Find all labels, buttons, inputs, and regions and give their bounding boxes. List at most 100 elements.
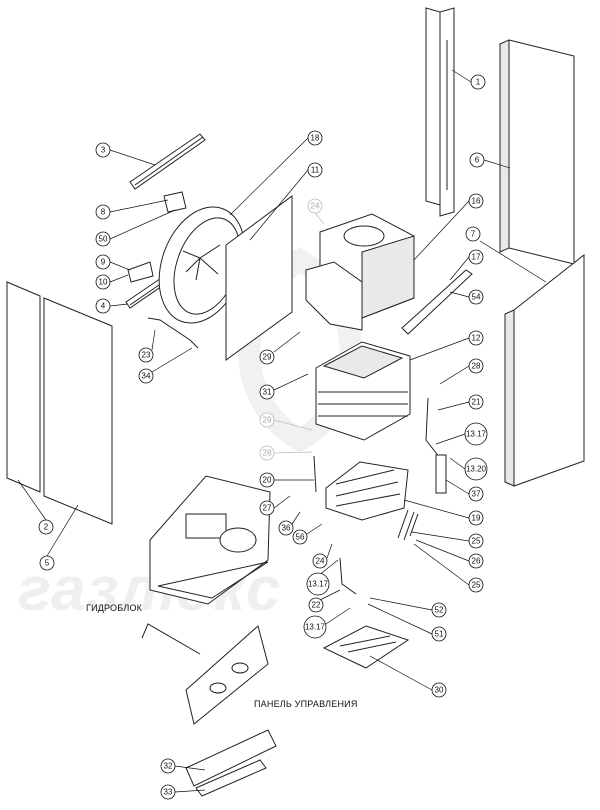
part-back-plate [225, 195, 293, 361]
callout: 54 [449, 289, 484, 305]
callout: 22 [308, 589, 341, 613]
callout: 37 [445, 479, 484, 502]
svg-text:24: 24 [316, 557, 325, 566]
callout: 16 [413, 193, 484, 261]
svg-text:10: 10 [99, 278, 108, 287]
callout: 3 [95, 142, 156, 166]
svg-text:36: 36 [282, 524, 291, 533]
svg-text:4: 4 [101, 302, 106, 311]
svg-text:2: 2 [44, 523, 49, 532]
part-cartridge [435, 454, 447, 494]
part-front-panel [504, 253, 585, 487]
svg-text:13.17: 13.17 [308, 580, 329, 589]
svg-text:24: 24 [311, 202, 320, 211]
callout: 24 [312, 543, 333, 569]
callout: 5 [39, 504, 79, 571]
part-bent-pipe [147, 317, 199, 349]
svg-text:31: 31 [263, 388, 272, 397]
callout: 51 [367, 603, 447, 642]
part-heat-exchanger [315, 341, 411, 441]
callout: 26 [415, 539, 484, 569]
callout: 36 [278, 511, 301, 536]
label-hydroblock: ГИДРОБЛОК [86, 603, 143, 613]
svg-text:27: 27 [263, 504, 272, 513]
callout: 27 [259, 495, 291, 516]
callout: 19 [403, 499, 484, 526]
svg-text:3: 3 [101, 146, 106, 155]
part-left-side-panel [6, 281, 113, 525]
svg-text:56: 56 [296, 533, 305, 542]
svg-text:29: 29 [263, 353, 272, 362]
callout: 10 [95, 274, 129, 290]
part-supply-pipe [313, 455, 317, 493]
svg-text:51: 51 [435, 630, 444, 639]
svg-text:54: 54 [472, 293, 481, 302]
callout: 13.17 [435, 422, 488, 446]
part-rear-rail [425, 7, 455, 217]
svg-text:13.17: 13.17 [305, 623, 326, 632]
svg-text:11: 11 [311, 166, 320, 175]
svg-text:12: 12 [472, 334, 481, 343]
part-tray [322, 625, 410, 669]
callout: 13.17 [303, 607, 351, 639]
callout: 24 [307, 198, 325, 225]
svg-text:17: 17 [472, 253, 481, 262]
callout: 17 [449, 249, 484, 281]
part-burner [325, 461, 409, 521]
svg-text:25: 25 [472, 581, 481, 590]
callout: 12 [409, 330, 484, 361]
svg-text:34: 34 [142, 372, 151, 381]
svg-text:5: 5 [45, 559, 50, 568]
callout: 1 [451, 69, 486, 90]
svg-text:19: 19 [472, 514, 481, 523]
part-return-pipe [425, 397, 441, 459]
callout: 28 [259, 445, 313, 461]
callout: 21 [437, 394, 484, 411]
callout: 34 [138, 347, 193, 384]
part-diagonal-rail [401, 269, 473, 335]
part-clip [163, 191, 187, 213]
part-combustion-chamber [305, 213, 415, 331]
svg-text:13.17: 13.17 [466, 430, 487, 439]
svg-text:28: 28 [472, 362, 481, 371]
svg-text:33: 33 [164, 788, 173, 797]
part-bracket-top [129, 133, 206, 190]
svg-text:1: 1 [476, 78, 481, 87]
callout: 25 [413, 543, 484, 593]
label-control-panel: ПАНЕЛЬ УПРАВЛЕНИЯ [254, 699, 358, 709]
callout: 32 [160, 758, 206, 774]
svg-text:22: 22 [312, 601, 321, 610]
svg-text:25: 25 [472, 537, 481, 546]
part-bottom-strip [195, 759, 267, 797]
callout: 28 [439, 358, 484, 385]
callout: 31 [259, 373, 309, 400]
svg-text:32: 32 [164, 762, 173, 771]
svg-text:37: 37 [472, 490, 481, 499]
part-gas-pipe [339, 557, 357, 595]
callout: 52 [369, 597, 447, 618]
callout: 33 [160, 784, 206, 800]
callout: 6 [469, 152, 511, 169]
callout: 4 [95, 298, 129, 314]
svg-text:6: 6 [475, 156, 480, 165]
callout: 30 [369, 655, 447, 698]
callout: 50 [95, 209, 176, 247]
callout: 23 [138, 329, 156, 363]
svg-text:9: 9 [101, 258, 106, 267]
part-bottom-plate [185, 729, 277, 787]
part-right-side-panel [499, 39, 575, 265]
svg-text:50: 50 [99, 235, 108, 244]
svg-text:29: 29 [263, 416, 272, 425]
svg-text:8: 8 [101, 208, 106, 217]
svg-text:16: 16 [472, 197, 481, 206]
callout: 2 [17, 479, 54, 535]
svg-text:28: 28 [263, 449, 272, 458]
callout: 7 [465, 226, 547, 283]
callout: 29 [259, 331, 301, 365]
part-small-bracket [127, 261, 154, 283]
callout: 18 [229, 130, 323, 216]
svg-text:13.20: 13.20 [466, 465, 487, 474]
callout: 11 [249, 162, 323, 241]
